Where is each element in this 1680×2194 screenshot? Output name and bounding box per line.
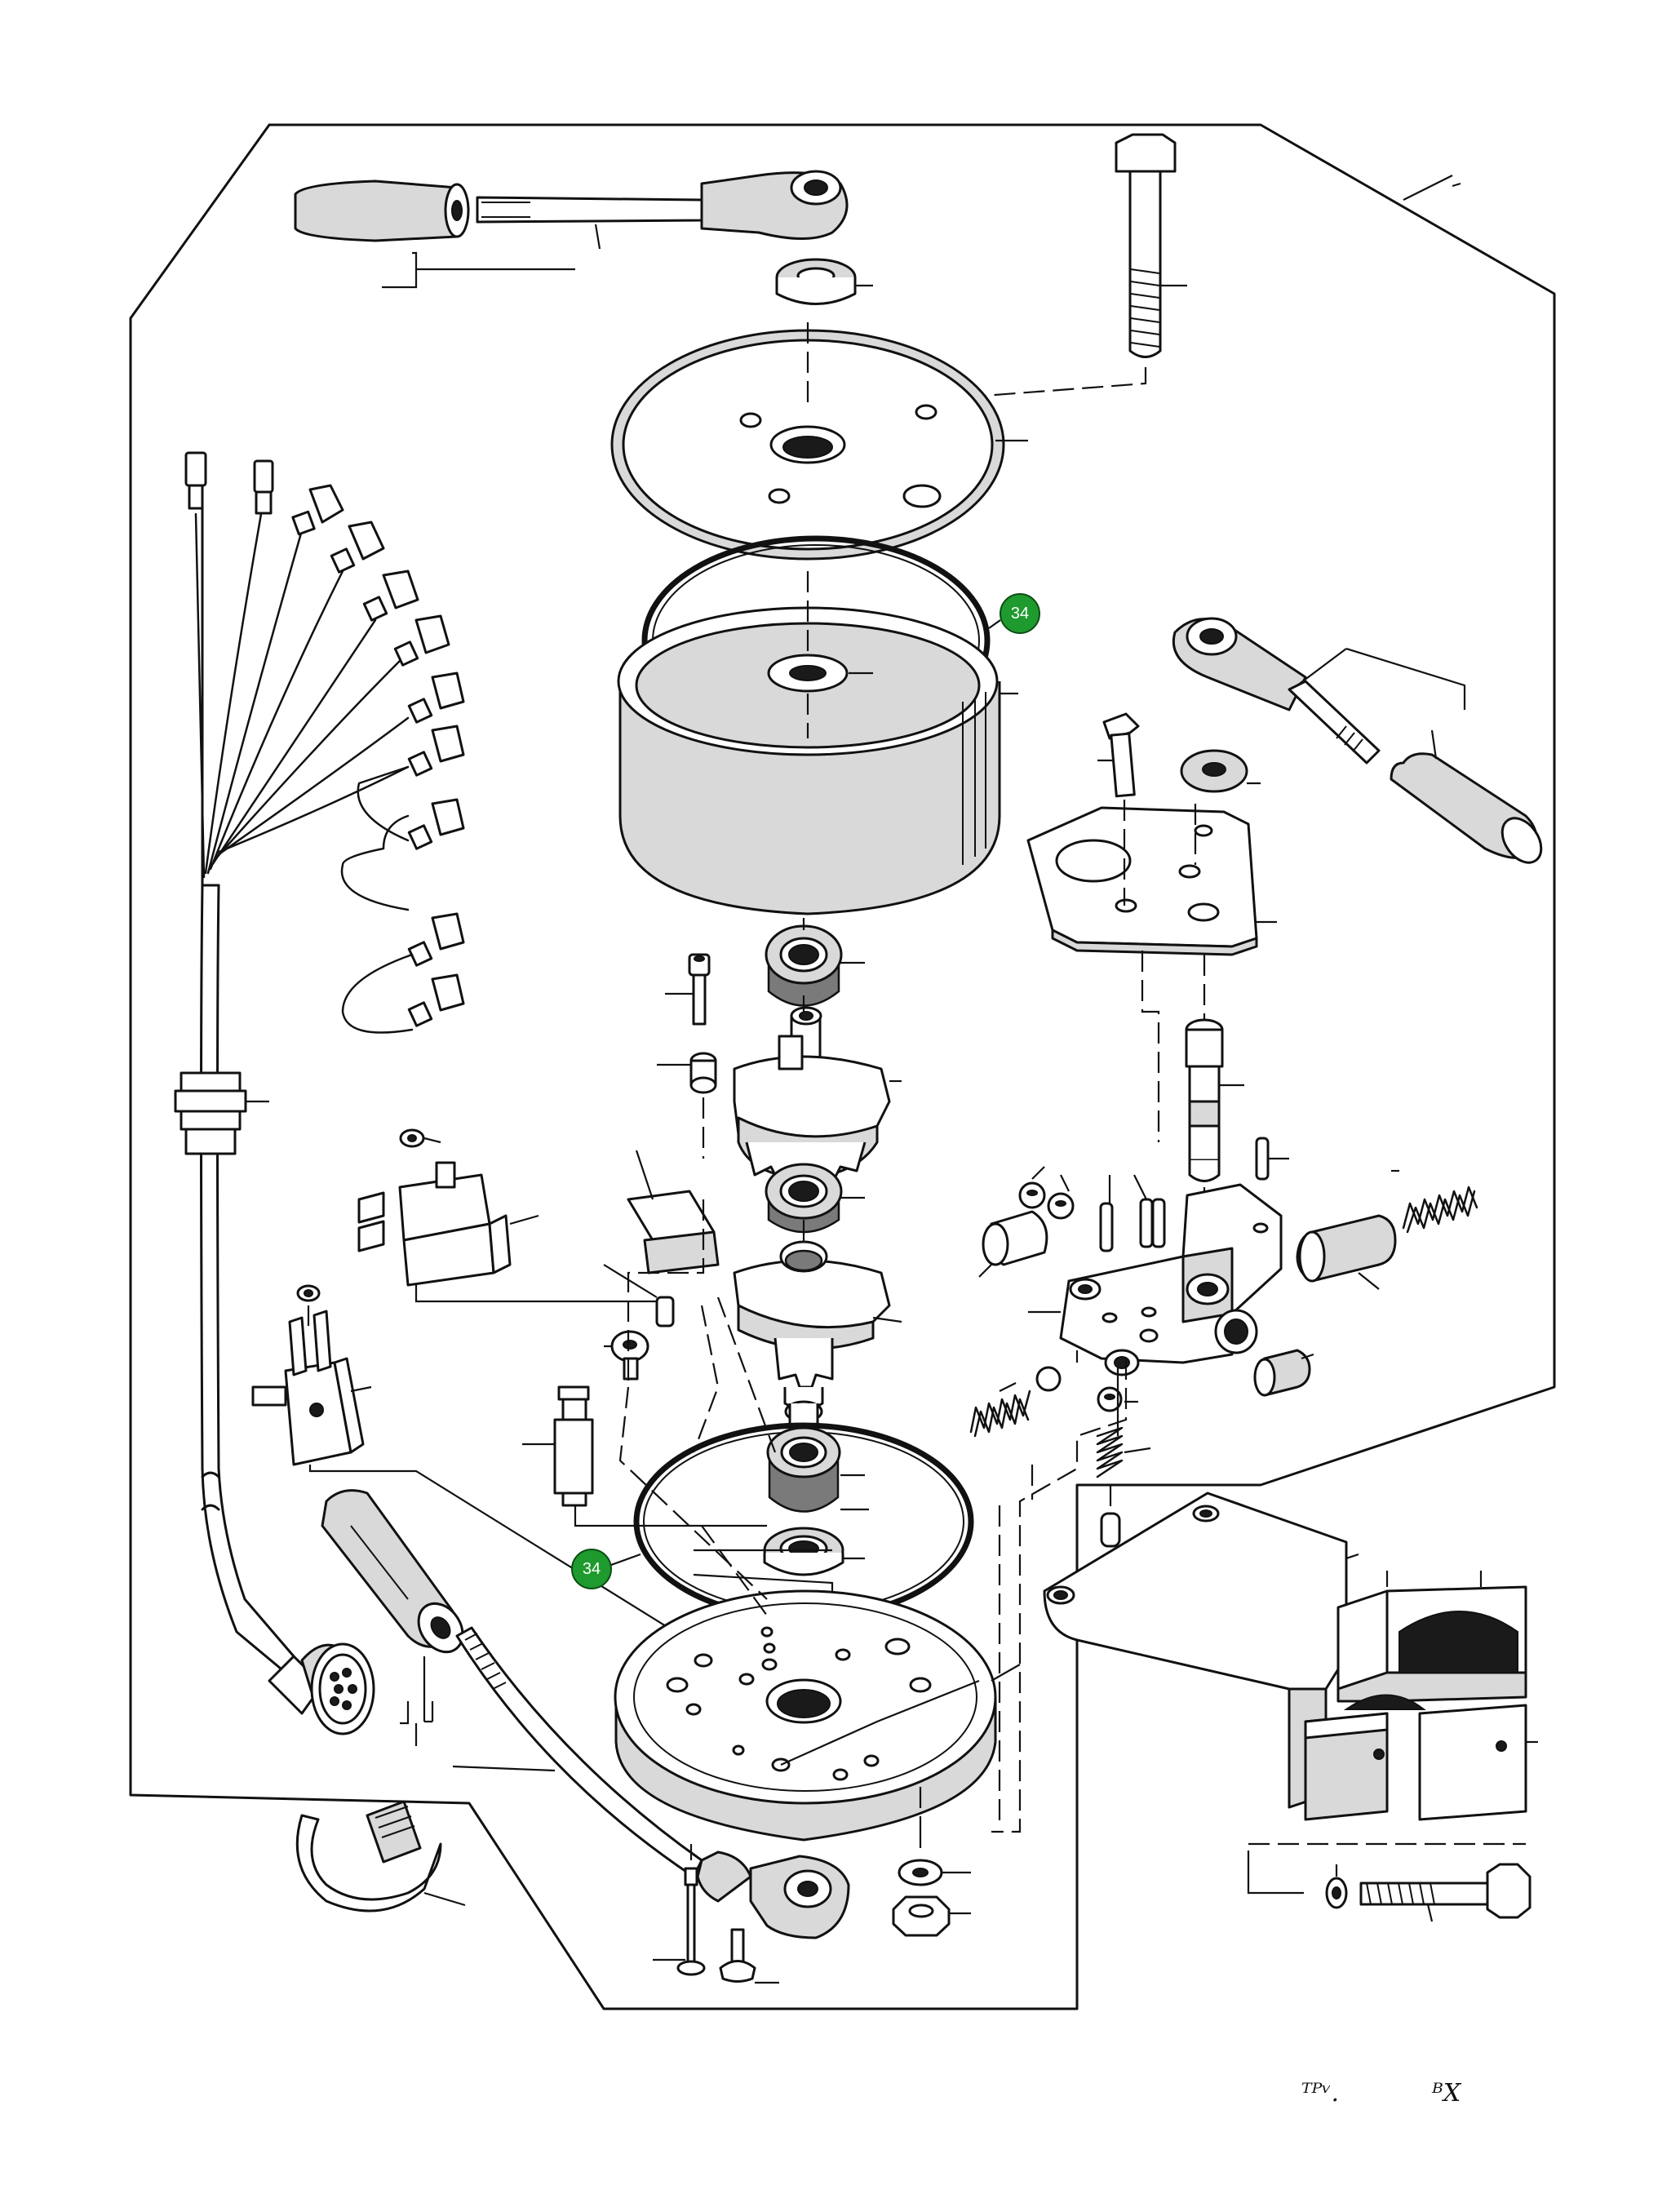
detent-housing [1028,1183,1283,1376]
drum-housing [617,606,1018,915]
plate-washer [1180,749,1261,793]
wire-harness [174,451,465,1735]
hose-clamp [295,1800,466,1913]
callout-34-lower[interactable]: 34 [571,1549,612,1589]
micro-switch-upper [357,1128,661,1303]
boundary-line [129,123,1556,2010]
micro-switch-lower [251,1284,768,1690]
clamp-block-upper [1336,1571,1527,1703]
dowel-pin [1133,1174,1166,1248]
bushing-stud [522,1385,767,1527]
pin-small [603,1264,675,1327]
callout-34-upper[interactable]: 34 [1000,593,1040,634]
hex-nut [892,1828,971,1937]
right-lever-assembly [1172,617,1543,864]
lower-spring-left [969,1366,1062,1438]
wire-terminal [184,451,207,510]
bottom-bolt [653,1844,706,1976]
dowel-pin [1255,1137,1289,1181]
corner-mark-left: ᵀᴾᵛ. [1301,2079,1339,2108]
top-washer [775,258,873,305]
wire-terminal [407,912,465,967]
mounting-plate [1026,800,1277,956]
bracket-bolt [1247,1842,1532,1922]
wire-terminal [407,671,465,724]
small-plunger [1253,1349,1314,1397]
clamp-block-lower [1304,1694,1538,1821]
wire-terminal [291,484,344,536]
round-connector [268,1642,375,1735]
wire-terminal [407,973,465,1027]
wire-terminal [407,725,465,777]
wire-terminal [393,614,450,667]
roller [978,1210,1048,1278]
top-lever-assembly [294,170,849,289]
flat-head-screw [1097,712,1140,798]
long-bolt [929,133,1187,401]
shaft-seal [763,1527,865,1576]
cam-upper [733,1006,902,1193]
top-cover-plate [610,322,1028,561]
wire-terminal [253,459,274,515]
wire-terminal [362,570,419,622]
switch-actuator-block [627,1150,720,1274]
cable-gland [174,1071,269,1155]
bottom-lever-assembly [321,1489,850,1939]
bearing-middle [765,1163,865,1234]
wire-terminal [407,798,465,850]
countersunk-screw [719,1928,779,1984]
callout-34-upper-label: 34 [1011,605,1029,623]
wire-terminal [330,521,385,574]
bearing-lower [766,1426,869,1513]
dowel-pin [1099,1175,1114,1252]
screw-head-stud [604,1330,649,1381]
cap-screw [665,953,711,1026]
compression-spring [1391,1169,1478,1234]
pivot-shaft [1185,955,1244,1224]
sleeve-nut [657,1052,717,1159]
short-pin [1100,1485,1121,1548]
lock-washer [898,1859,971,1886]
corner-mark-right: ᴮX [1431,2079,1462,2108]
drum-washer [767,571,873,738]
bearing-upper [765,924,865,1007]
ball-set [1018,1166,1075,1220]
callout-34-lower-label: 34 [583,1560,601,1578]
plunger [1296,1214,1397,1290]
base-plate [614,1589,1021,1842]
lower-spring-center [1096,1386,1151,1478]
